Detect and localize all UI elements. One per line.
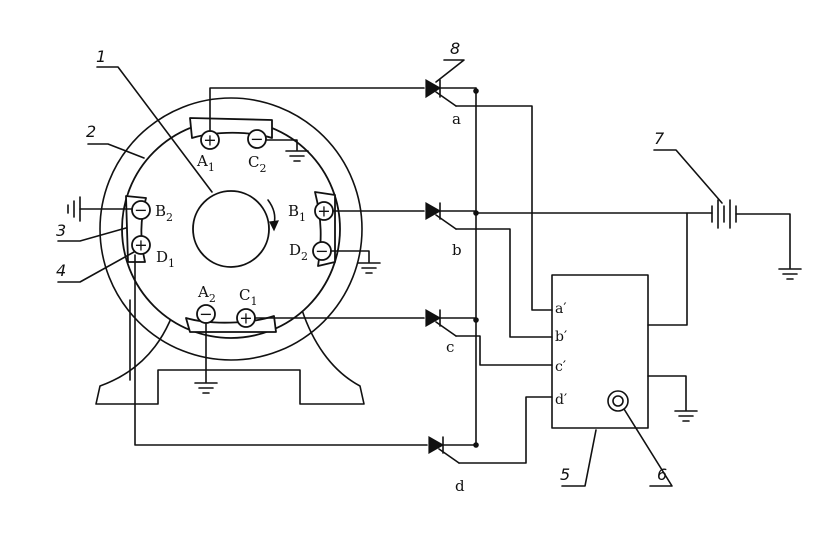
label-diode-a: a (452, 110, 461, 128)
input-a-prime: a′ (555, 301, 567, 317)
input-d-prime: d′ (555, 392, 567, 408)
gate-leads (455, 105, 553, 464)
sign-C1: + (239, 309, 252, 328)
label-B1: B1 (288, 202, 306, 224)
label-A1: A1 (196, 152, 215, 174)
brush-B2: − B2 (131, 200, 173, 224)
brush-D1: + D1 (131, 235, 175, 270)
brush-B1: + B1 (288, 201, 334, 224)
cathode-bus (473, 87, 713, 448)
wires-to-diodes (134, 87, 428, 446)
part-number-6: 6 (657, 465, 667, 484)
part-number-4: 4 (56, 261, 66, 280)
label-C1: C1 (239, 286, 257, 308)
label-D1: D1 (156, 248, 175, 270)
part-number-5: 5 (560, 465, 570, 484)
rotor-shaft (192, 190, 270, 268)
part-number-2: 2 (86, 122, 96, 141)
label-diode-b: b (452, 241, 462, 259)
sign-D1: + (134, 236, 147, 255)
sign-A2: − (199, 305, 212, 324)
rotation-arrowhead (269, 220, 279, 232)
part-number-1: 1 (96, 47, 106, 66)
control-knob[interactable] (607, 390, 629, 412)
sign-A1: + (203, 131, 216, 150)
brush-D2: − D2 (289, 241, 332, 263)
ground-D2 (330, 250, 381, 274)
outer-frame (99, 97, 363, 361)
sign-D2: − (315, 242, 328, 261)
part-number-7: 7 (654, 129, 665, 148)
thyristor-c: c (425, 308, 477, 356)
label-diode-d: d (455, 477, 465, 495)
label-B2: B2 (155, 202, 173, 224)
label-C2: C2 (248, 153, 266, 175)
part-number-3: 3 (56, 221, 66, 240)
ground-A2 (194, 322, 218, 394)
brush-C1: + C1 (236, 286, 257, 328)
label-A2: A2 (197, 283, 216, 305)
brush-C2: − C2 (247, 129, 267, 175)
ground-C2 (265, 139, 309, 162)
sign-B2: − (134, 201, 147, 220)
part-number-leaders: 1 2 3 4 5 6 7 8 (56, 39, 723, 487)
ground-B2 (67, 196, 133, 222)
controller-box: a′ b′ c′ d′ (551, 212, 698, 429)
label-D2: D2 (289, 241, 308, 263)
part-number-8: 8 (450, 39, 460, 58)
brush-A2: − A2 (196, 283, 216, 324)
battery (711, 199, 802, 280)
input-c-prime: c′ (555, 359, 566, 375)
label-diode-c: c (446, 338, 454, 356)
sign-B1: + (317, 202, 330, 221)
thyristor-a: a (425, 78, 477, 128)
sign-C2: − (250, 130, 263, 149)
input-b-prime: b′ (555, 329, 567, 345)
thyristor-b: b (425, 201, 477, 259)
thyristor-d: d (428, 435, 477, 495)
